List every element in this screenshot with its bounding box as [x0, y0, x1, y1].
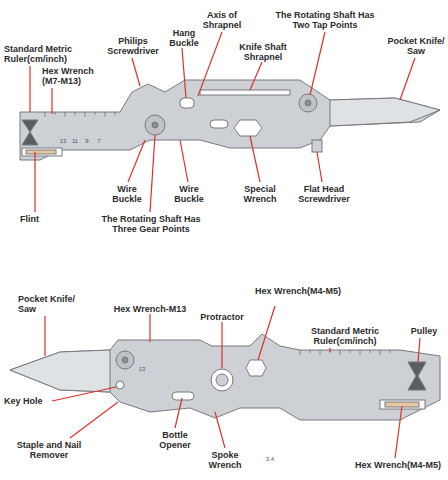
- part-label: The Rotating Shaft Has Three Gear Points: [96, 214, 206, 234]
- part-label: Philips Screwdriver: [104, 36, 162, 56]
- dimension-number: 13: [58, 138, 68, 145]
- top-ruler-ticks: [45, 112, 115, 117]
- bottom-ruler-ticks: [300, 350, 390, 355]
- part-label: Standard Metric Ruler(cm/inch): [4, 44, 86, 64]
- dimension-number: 13: [136, 366, 148, 373]
- part-label: Protractor: [194, 312, 250, 322]
- part-label: Bottle Opener: [150, 430, 200, 450]
- part-label: Key Hole: [4, 396, 54, 406]
- dimension-number: 3.4: [262, 456, 278, 463]
- part-label: Hex Wrench(M4-M5): [350, 460, 446, 470]
- bottom-tool: [10, 334, 440, 420]
- part-label: Special Wrench: [230, 184, 290, 204]
- top-tool: [20, 80, 440, 160]
- part-label: Hex Wrench-M13: [110, 304, 190, 314]
- part-label: Hex Wrench(M4-M5): [250, 286, 346, 296]
- part-label: The Rotating Shaft Has Two Tap Points: [268, 10, 382, 30]
- part-label: Pocket Knife/ Saw: [386, 36, 446, 56]
- part-label: Flint: [20, 214, 60, 224]
- part-label: Flat Head Screwdriver: [292, 184, 356, 204]
- part-label: Spoke Wrench: [200, 450, 250, 470]
- part-label: Staple and Nail Remover: [16, 440, 82, 460]
- part-label: Wire Buckle: [166, 184, 212, 204]
- part-label: Pocket Knife/ Saw: [18, 294, 82, 314]
- part-label: Axis of Shrapnel: [196, 10, 248, 30]
- part-label: Hang Buckle: [164, 28, 204, 48]
- part-label: Wire Buckle: [104, 184, 150, 204]
- dimension-number: 11: [70, 138, 80, 145]
- dimension-number: 7: [94, 138, 104, 145]
- part-label: Hex Wrench (M7-M13): [42, 66, 102, 86]
- leader-lines: [30, 32, 420, 458]
- part-label: Standard Metric Ruler(cm/inch): [300, 326, 390, 346]
- part-label: Pulley: [404, 326, 444, 336]
- dimension-number: 9: [82, 138, 92, 145]
- part-label: Knife Shaft Shrapnel: [232, 42, 294, 62]
